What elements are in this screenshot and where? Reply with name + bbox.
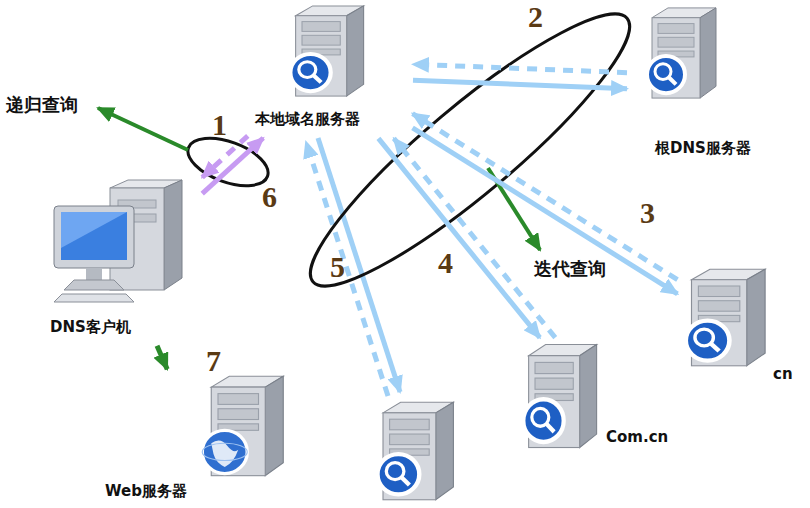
server-icon xyxy=(200,372,290,480)
node-icon xyxy=(200,372,290,480)
node-icon xyxy=(642,4,722,102)
server-icon xyxy=(680,265,772,370)
recursive-ellipse xyxy=(182,129,275,195)
reply-arrow xyxy=(413,64,627,72)
annotation-label: 迭代查询 xyxy=(534,258,606,280)
callout-number: 1 xyxy=(212,110,227,140)
client-node: DNS客户机 xyxy=(40,178,200,343)
dns-server-node: 根DNS服务器 xyxy=(630,4,795,164)
callout-number: 6 xyxy=(262,182,277,212)
node-icon xyxy=(285,2,370,100)
dns-server-node: 本地域名服务器 xyxy=(250,2,410,136)
node-icon xyxy=(518,340,603,452)
query-arrow xyxy=(157,346,167,369)
callout-number: 3 xyxy=(640,198,655,228)
node-icon xyxy=(50,178,190,308)
dns-server-node: cn xyxy=(680,265,805,390)
dns-server-icon xyxy=(372,398,460,504)
iterative-ellipse xyxy=(285,0,656,315)
reply-arrow xyxy=(202,136,248,178)
node-label: Web服务器 xyxy=(105,482,187,500)
query-arrow xyxy=(413,80,627,88)
node-label: DNS客户机 xyxy=(50,318,131,336)
reply-arrow xyxy=(413,114,678,280)
callout-number: 5 xyxy=(330,252,345,282)
dns-server-node: Com.cn xyxy=(518,340,678,460)
server-icon xyxy=(518,340,603,452)
pointer-arrow xyxy=(98,108,188,150)
node-label: 本地域名服务器 xyxy=(255,110,360,128)
server-icon xyxy=(372,398,460,504)
callout-number: 7 xyxy=(206,346,221,376)
query-arrow xyxy=(318,138,400,392)
server-icon xyxy=(285,2,370,100)
callout-number: 4 xyxy=(438,248,453,278)
node-label: 根DNS服务器 xyxy=(655,139,751,157)
web-server-node: Web服务器 xyxy=(100,372,295,506)
client-pc-icon xyxy=(50,178,190,308)
query-arrow xyxy=(378,138,539,337)
node-label: cn xyxy=(773,365,793,383)
reply-arrow xyxy=(394,138,555,337)
callout-number: 2 xyxy=(528,2,543,32)
annotation-label: 递归查询 xyxy=(6,94,78,116)
server-icon xyxy=(642,4,722,102)
node-icon xyxy=(680,265,772,370)
node-label: Com.cn xyxy=(606,428,668,446)
